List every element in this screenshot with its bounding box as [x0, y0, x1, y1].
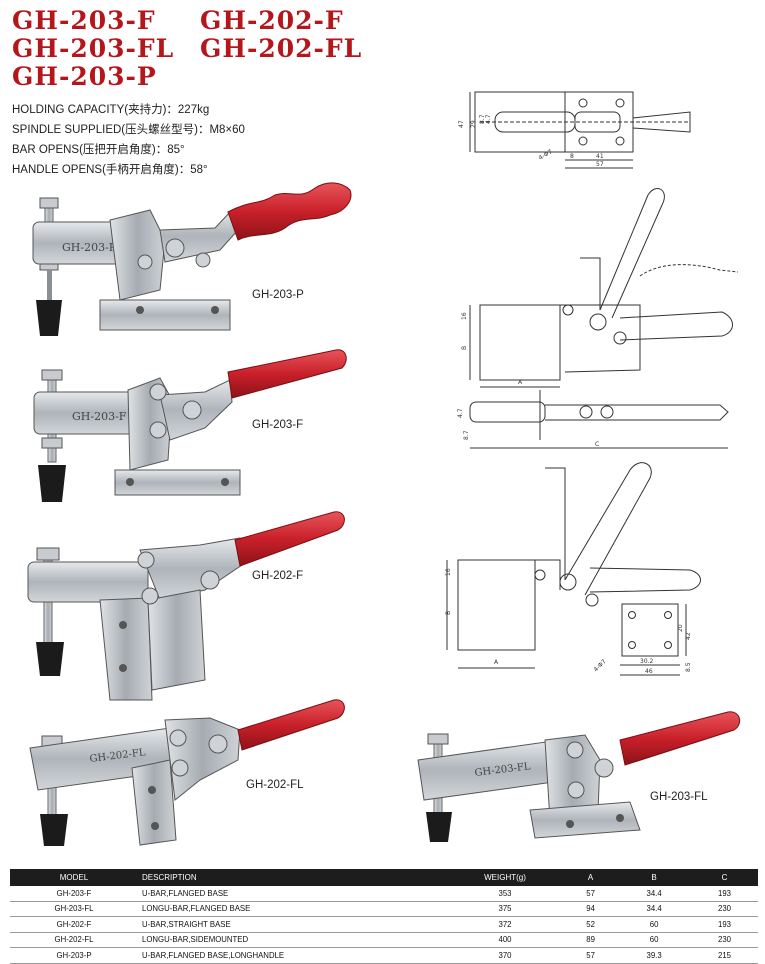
- dim-47: 47: [458, 120, 465, 128]
- dim-side-a: A: [518, 379, 523, 386]
- drawing-side-view-1: [469, 188, 739, 388]
- table-row: GH-203-P U-BAR,FLANGED BASE,LONGHANDLE 3…: [10, 947, 758, 964]
- clamp-gh-203-fl: GH-203-FL: [417, 711, 741, 842]
- cell-a: 57: [564, 886, 618, 902]
- spec-bar-opens: BAR OPENS(压把开启角度)：85°: [12, 144, 185, 156]
- title-gh-202-f: GH-202-F: [200, 6, 344, 35]
- cell-description: LONGU-BAR,SIDEMOUNTED: [138, 932, 446, 948]
- dim-29: 29: [470, 120, 477, 128]
- cell-description: U-BAR,FLANGED BASE: [138, 886, 446, 902]
- dim-plan-c: C: [595, 441, 599, 448]
- title-gh-203-f: GH-203-F: [12, 6, 156, 35]
- cell-b: 60: [617, 932, 692, 948]
- cell-model: GH-203-FL: [10, 901, 138, 917]
- dim-side2-b: B: [445, 611, 452, 615]
- dim-side2-16: 16: [445, 568, 452, 576]
- title-gh-202-fl: GH-202-FL: [200, 34, 363, 63]
- cell-model: GH-203-F: [10, 886, 138, 902]
- cell-b: 60: [617, 916, 692, 933]
- cell-description: U-BAR,FLANGED BASE,LONGHANDLE: [138, 947, 446, 964]
- body-stamp-f: GH-203-F: [72, 410, 127, 423]
- cell-model: GH-203-P: [10, 947, 138, 964]
- cell-b: 34.4: [617, 886, 692, 902]
- clamp-gh-203-p: GH-203-P: [32, 182, 352, 336]
- title-gh-203-fl: GH-203-FL: [12, 34, 175, 63]
- dim-41: 41: [596, 153, 604, 160]
- header-weight: WEIGHT(g): [446, 869, 564, 886]
- dim-base-46: 46: [645, 668, 653, 675]
- table-row: GH-203-FL LONGU-BAR,FLANGED BASE 375 94 …: [10, 901, 758, 917]
- rubber-tip: [36, 300, 62, 336]
- cell-description: LONGU-BAR,FLANGED BASE: [138, 901, 446, 917]
- cell-weight: 372: [446, 916, 564, 933]
- dim-plan-4-7: 4.7: [457, 408, 464, 418]
- drawing-side-view-2: [446, 462, 701, 669]
- cell-c: 193: [691, 886, 758, 902]
- label-gh-203-fl: GH-203-FL: [650, 791, 708, 803]
- dim-57: 57: [596, 161, 604, 168]
- cell-b: 39.3: [617, 947, 692, 964]
- spec-spindle: SPINDLE SUPPLIED(压头螺丝型号)：M8×60: [12, 124, 245, 136]
- cell-model: GH-202-F: [10, 916, 138, 933]
- dim-side-b: B: [461, 346, 468, 350]
- label-gh-202-fl: GH-202-FL: [246, 779, 304, 791]
- label-gh-202-f: GH-202-F: [252, 570, 304, 582]
- dim-4-7: 4.7: [485, 114, 492, 124]
- cell-weight: 375: [446, 901, 564, 917]
- dim-base-20: 20: [677, 624, 684, 632]
- label-gh-203-f: GH-203-F: [252, 419, 304, 431]
- table-header-row: MODEL DESCRIPTION WEIGHT(g) A B C: [10, 869, 758, 886]
- header-c: C: [691, 869, 758, 886]
- dim-base-42: 42: [685, 632, 692, 640]
- cell-c: 215: [691, 947, 758, 964]
- spec-table: MODEL DESCRIPTION WEIGHT(g) A B C GH-203…: [10, 869, 758, 964]
- dim-plan-8-7: 8.7: [463, 430, 470, 440]
- table-row: GH-203-F U-BAR,FLANGED BASE 353 57 34.4 …: [10, 886, 758, 902]
- header-b: B: [617, 869, 692, 886]
- cell-c: 230: [691, 932, 758, 948]
- cell-weight: 400: [446, 932, 564, 948]
- dim-side2-a: A: [494, 659, 499, 666]
- dim-base-8-5: 8.5: [685, 662, 692, 672]
- body-stamp-p: GH-203-P: [62, 241, 117, 254]
- cell-c: 230: [691, 901, 758, 917]
- dim-base-4-phi7: 4-Φ7: [592, 658, 607, 673]
- drawing-top-view: [469, 91, 691, 169]
- cell-weight: 353: [446, 886, 564, 902]
- cell-a: 89: [564, 932, 618, 948]
- spec-handle-opens: HANDLE OPENS(手柄开启角度)：58°: [12, 164, 208, 176]
- dim-base-30-2: 30.2: [640, 658, 654, 665]
- clamp-gh-203-f: GH-203-F: [33, 349, 347, 502]
- cell-model: GH-202-FL: [10, 932, 138, 948]
- cell-weight: 370: [446, 947, 564, 964]
- title-gh-203-p: GH-203-P: [12, 62, 157, 91]
- clamp-gh-202-f: [27, 511, 345, 701]
- cell-b: 34.4: [617, 901, 692, 917]
- cell-a: 52: [564, 916, 618, 933]
- cell-a: 94: [564, 901, 618, 917]
- clamp-gh-202-fl: GH-202-FL: [29, 699, 345, 846]
- dim-8: 8: [570, 153, 574, 160]
- table-row: GH-202-F U-BAR,STRAIGHT BASE 372 52 60 1…: [10, 916, 758, 933]
- drawing-base-plate: [620, 603, 687, 676]
- header-a: A: [564, 869, 618, 886]
- spec-holding-capacity: HOLDING CAPACITY(夹持力)：227kg: [12, 104, 210, 116]
- red-handle-p: [227, 182, 352, 241]
- drawing-plan-view: [469, 390, 729, 449]
- label-gh-203-p: GH-203-P: [252, 289, 304, 301]
- header-description: DESCRIPTION: [138, 869, 446, 886]
- table-row: GH-202-FL LONGU-BAR,SIDEMOUNTED 400 89 6…: [10, 932, 758, 948]
- dim-side-16: 16: [461, 312, 468, 320]
- cell-description: U-BAR,STRAIGHT BASE: [138, 916, 446, 933]
- dim-4-phi7: 4-Φ7: [538, 148, 554, 161]
- cell-c: 193: [691, 916, 758, 933]
- dim-8-7: 8.7: [479, 114, 486, 124]
- cell-a: 57: [564, 947, 618, 964]
- header-model: MODEL: [10, 869, 138, 886]
